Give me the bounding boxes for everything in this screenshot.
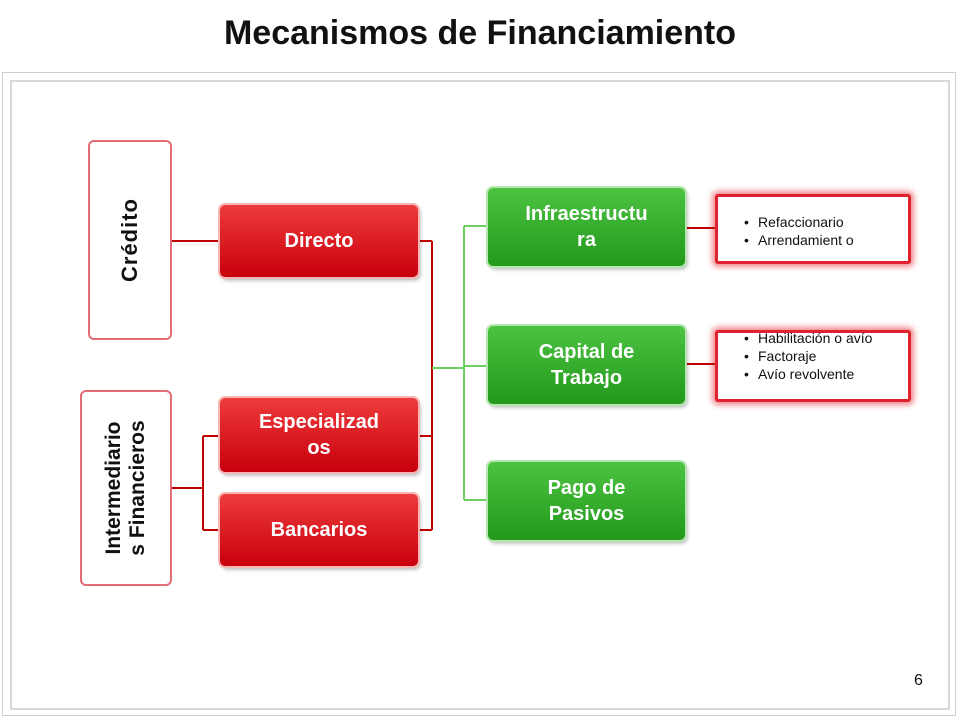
list-item: • Refaccionario bbox=[744, 213, 883, 231]
bullet-icon: • bbox=[744, 232, 749, 248]
especializados-node: Especializad os bbox=[220, 398, 418, 472]
capital-trabajo-node: Capital de Trabajo bbox=[488, 326, 685, 404]
bullet-icon: • bbox=[744, 214, 749, 230]
bullet-icon: • bbox=[744, 348, 749, 364]
bancarios-node: Bancarios bbox=[220, 494, 418, 566]
list-item: • Factoraje bbox=[744, 347, 883, 365]
directo-node: Directo bbox=[220, 205, 418, 277]
bullet-icon: • bbox=[744, 330, 749, 346]
pago-pasivos-node: Pago de Pasivos bbox=[488, 462, 685, 540]
list-item-text: Refaccionario bbox=[758, 214, 844, 230]
infraestructura-list-box: • Refaccionario • Arrendamient o bbox=[715, 194, 911, 264]
list-item-text: Avío revolvente bbox=[758, 366, 855, 382]
intermediarios-box: Intermediario s Financieros bbox=[80, 390, 172, 586]
credito-box: Crédito bbox=[88, 140, 172, 340]
capital-list-box: • Habilitación o avío • Factoraje • Avío… bbox=[715, 330, 911, 402]
list-item-text: Arrendamient o bbox=[758, 232, 854, 248]
list-item: • Arrendamient o bbox=[744, 231, 876, 249]
slide-inner-frame bbox=[10, 80, 950, 710]
page-title: Mecanismos de Financiamiento bbox=[223, 14, 737, 52]
list-item-text: Habilitación o avío bbox=[758, 330, 873, 346]
list-item: • Avío revolvente bbox=[744, 365, 908, 383]
credito-label: Crédito bbox=[117, 198, 142, 282]
bullet-icon: • bbox=[744, 366, 749, 382]
list-item-text: Factoraje bbox=[758, 348, 817, 364]
page-number: 6 bbox=[914, 672, 923, 689]
intermediarios-label: Intermediario s Financieros bbox=[102, 420, 149, 556]
list-item: • Habilitación o avío bbox=[744, 329, 878, 347]
infraestructura-node: Infraestructu ra bbox=[488, 188, 685, 266]
slide-outer-frame bbox=[2, 72, 956, 716]
